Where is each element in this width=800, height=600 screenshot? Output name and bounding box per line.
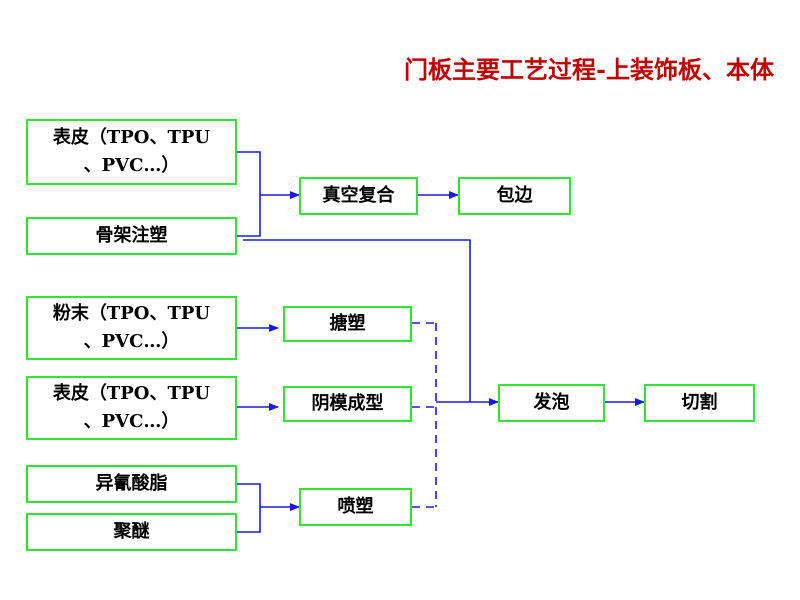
female-mold-forming-box: 阴模成型 (283, 386, 412, 422)
spray-molding-label: 喷塑 (337, 496, 374, 517)
edge-wrapping-box: 包边 (458, 177, 571, 215)
skin-box-1-line2: 、PVC…） (83, 155, 180, 176)
powder-box-line2: 、PVC…） (83, 331, 180, 352)
skeleton-injection-box: 骨架注塑 (26, 217, 237, 255)
spray-molding-box: 喷塑 (299, 488, 412, 526)
skin-box-2-line2: 、PVC…） (83, 411, 180, 432)
isocyanate-box: 异氰酸脂 (26, 465, 237, 503)
edge-wrapping-label: 包边 (496, 185, 533, 206)
cutting-box: 切割 (644, 384, 755, 422)
connector-skin-to-merge (237, 151, 261, 237)
connector-skeleton-to-foam (243, 239, 471, 402)
skin-box-1-line1: 表皮（TPO、TPU (52, 127, 211, 148)
isocyanate-label: 异氰酸脂 (95, 473, 168, 494)
foaming-box: 发泡 (498, 384, 605, 422)
connector-resin-merge (237, 483, 261, 533)
slush-molding-label: 搪塑 (329, 313, 366, 334)
skin-box-2: 表皮（TPO、TPU 、PVC…） (26, 376, 237, 440)
skin-box-1: 表皮（TPO、TPU 、PVC…） (26, 119, 237, 185)
vacuum-lamination-label: 真空复合 (322, 185, 395, 206)
cutting-label: 切割 (681, 392, 718, 413)
diagram-title: 门板主要工艺过程-上装饰板、本体 (404, 55, 774, 84)
foaming-label: 发泡 (533, 392, 570, 413)
polyether-box: 聚醚 (26, 513, 237, 551)
female-mold-forming-label: 阴模成型 (311, 393, 384, 414)
polyether-label: 聚醚 (113, 521, 150, 542)
skin-box-2-line1: 表皮（TPO、TPU (52, 383, 211, 404)
vacuum-lamination-box: 真空复合 (299, 177, 418, 215)
slush-molding-box: 搪塑 (283, 306, 412, 342)
powder-box: 粉末（TPO、TPU 、PVC…） (26, 296, 237, 360)
powder-box-line1: 粉末（TPO、TPU (52, 303, 211, 324)
skeleton-injection-label: 骨架注塑 (95, 225, 168, 246)
